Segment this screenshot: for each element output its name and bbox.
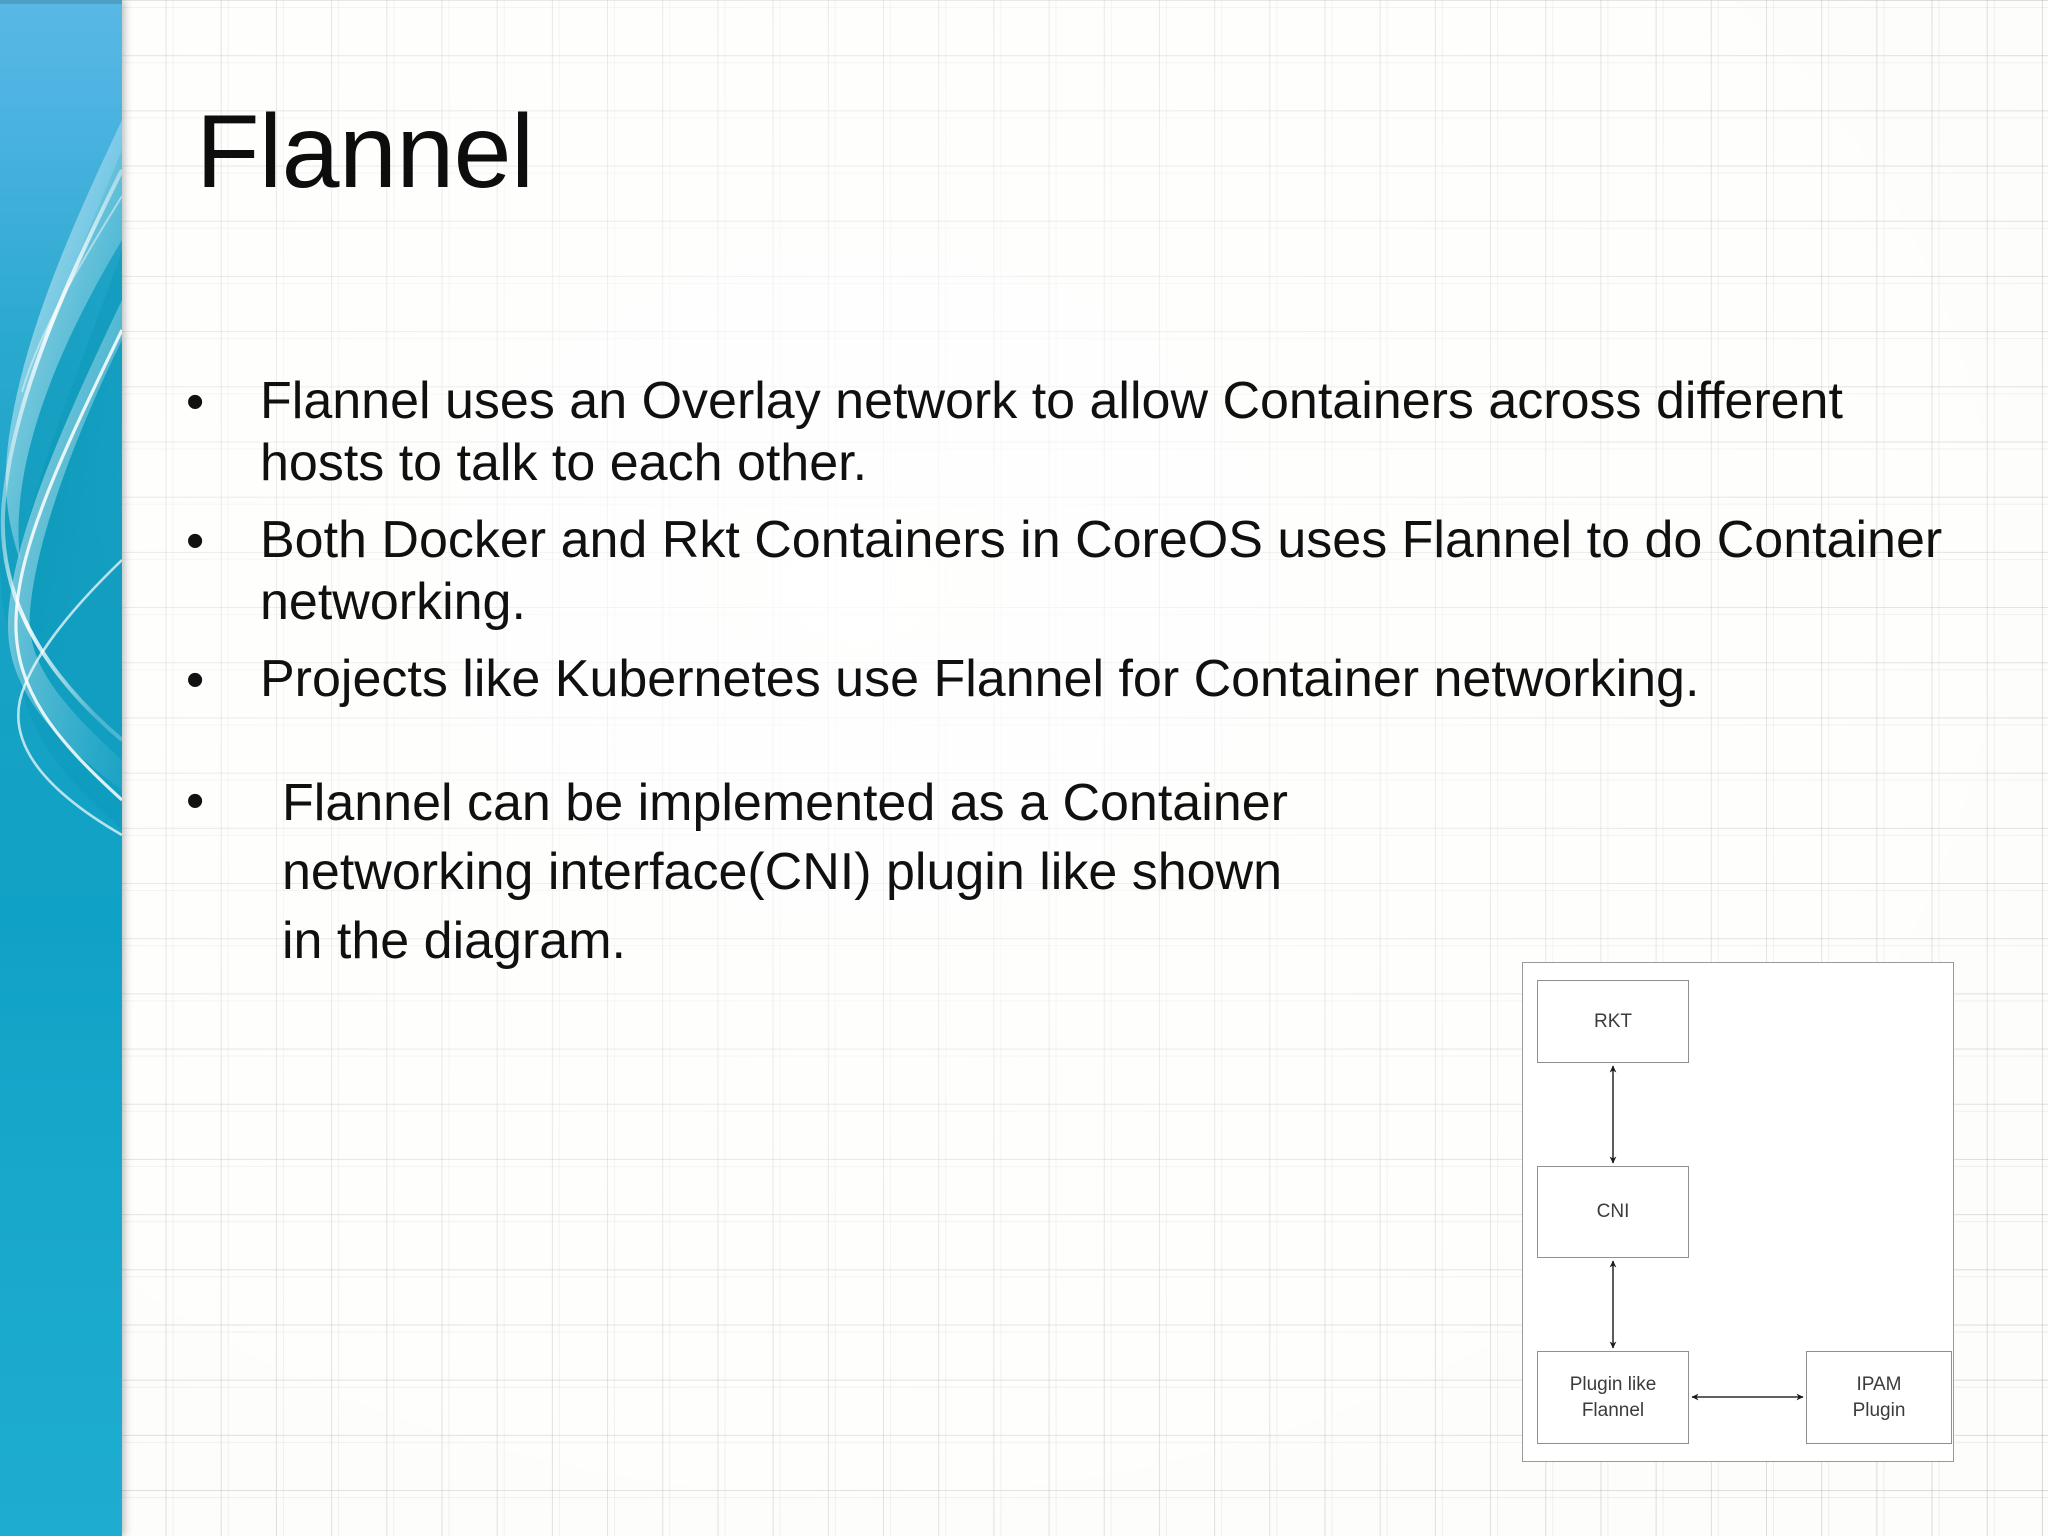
bullet-text: Projects like Kubernetes use Flannel for… xyxy=(260,649,1700,708)
slide-body-bullet-list: • Flannel uses an Overlay network to all… xyxy=(186,370,1986,990)
bullet-item-2: • Both Docker and Rkt Containers in Core… xyxy=(186,509,1986,634)
diagram-node-rkt: RKT xyxy=(1537,980,1689,1063)
cni-architecture-diagram: CNI --> Plugin like Flannel --> IPAM Plu… xyxy=(1522,962,1954,1462)
bullet-marker: • xyxy=(186,373,205,431)
diagram-node-cni: CNI xyxy=(1537,1166,1689,1258)
bullet-marker: • xyxy=(186,511,205,570)
sidebar-top-edge xyxy=(0,0,122,4)
diagram-node-flannel-plugin-line2: Flannel xyxy=(1581,1399,1645,1421)
bullet-item-4: • Flannel can be implemented as a Contai… xyxy=(186,769,1986,976)
bullet-text: Flannel uses an Overlay network to allow… xyxy=(260,372,1843,493)
diagram-node-ipam-plugin: IPAM Plugin xyxy=(1806,1351,1952,1444)
bullet-item-1: • Flannel uses an Overlay network to all… xyxy=(186,370,1986,495)
diagram-node-ipam-plugin-line2: Plugin xyxy=(1852,1399,1906,1421)
bullet-item-3: • Projects like Kubernetes use Flannel f… xyxy=(186,648,1986,711)
diagram-node-ipam-plugin-line1: IPAM xyxy=(1856,1374,1902,1396)
diagram-node-flannel-plugin-line1: Plugin like xyxy=(1569,1374,1657,1396)
slide-title: Flannel xyxy=(196,94,534,210)
bullet-text: Flannel can be implemented as a Containe… xyxy=(282,773,1288,971)
bullet-text: Both Docker and Rkt Containers in CoreOS… xyxy=(260,510,1943,632)
slide-decorative-sidebar xyxy=(0,0,122,1536)
bullet-marker: • xyxy=(186,771,205,830)
bullet-marker: • xyxy=(186,650,205,709)
sidebar-swoosh-graphic xyxy=(0,120,122,837)
diagram-node-flannel-plugin: Plugin like Flannel xyxy=(1537,1351,1689,1444)
